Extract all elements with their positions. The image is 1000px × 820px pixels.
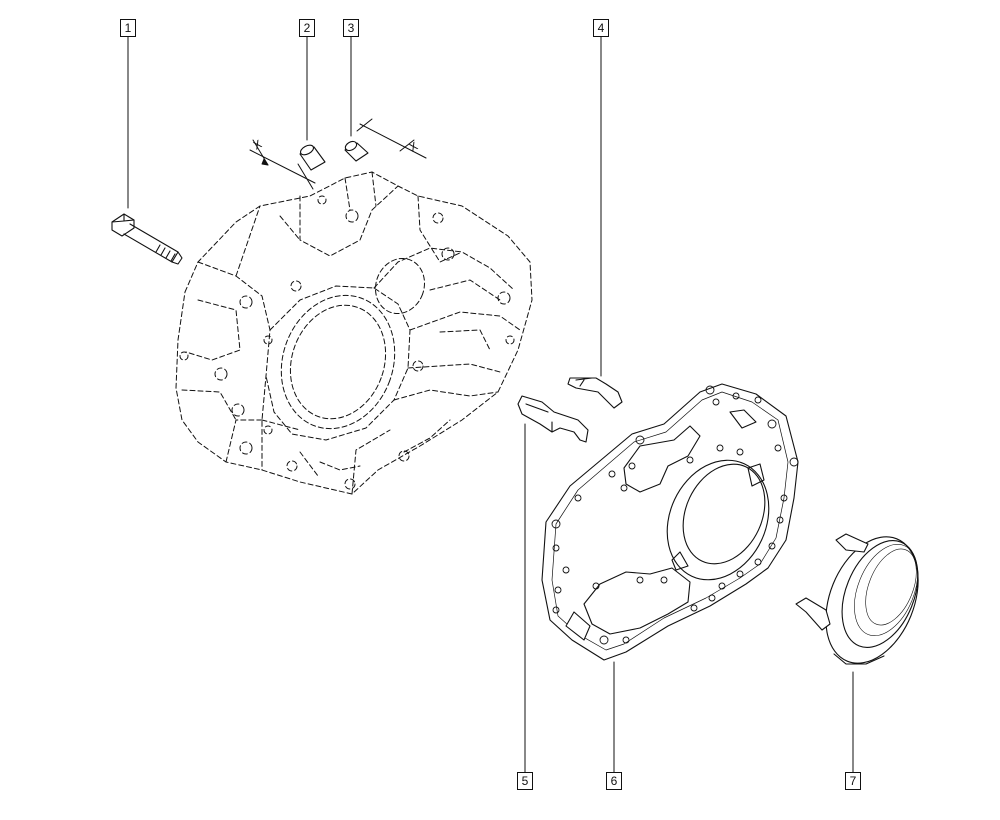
dimension-x-left (249, 139, 316, 190)
dimension-label-right: X (407, 139, 420, 154)
part-5-clip (517, 395, 589, 443)
callout-7: 7 (845, 772, 861, 790)
part-1-bolt (111, 213, 183, 265)
dimension-label-left: X (251, 137, 264, 152)
leader-lines (127, 36, 854, 773)
part-2-dowel (299, 144, 326, 171)
part-4-clip (567, 377, 623, 409)
gearbox-housing (175, 171, 533, 495)
callout-4: 4 (593, 19, 609, 37)
part-7-seal-ring (795, 533, 919, 665)
dimension-x-right (356, 118, 427, 159)
part-6-gasket (541, 383, 799, 661)
callout-1: 1 (120, 19, 136, 37)
callout-2: 2 (299, 19, 315, 37)
callout-3: 3 (343, 19, 359, 37)
callout-5: 5 (517, 772, 533, 790)
part-3-dowel (344, 140, 369, 162)
callout-6: 6 (606, 772, 622, 790)
